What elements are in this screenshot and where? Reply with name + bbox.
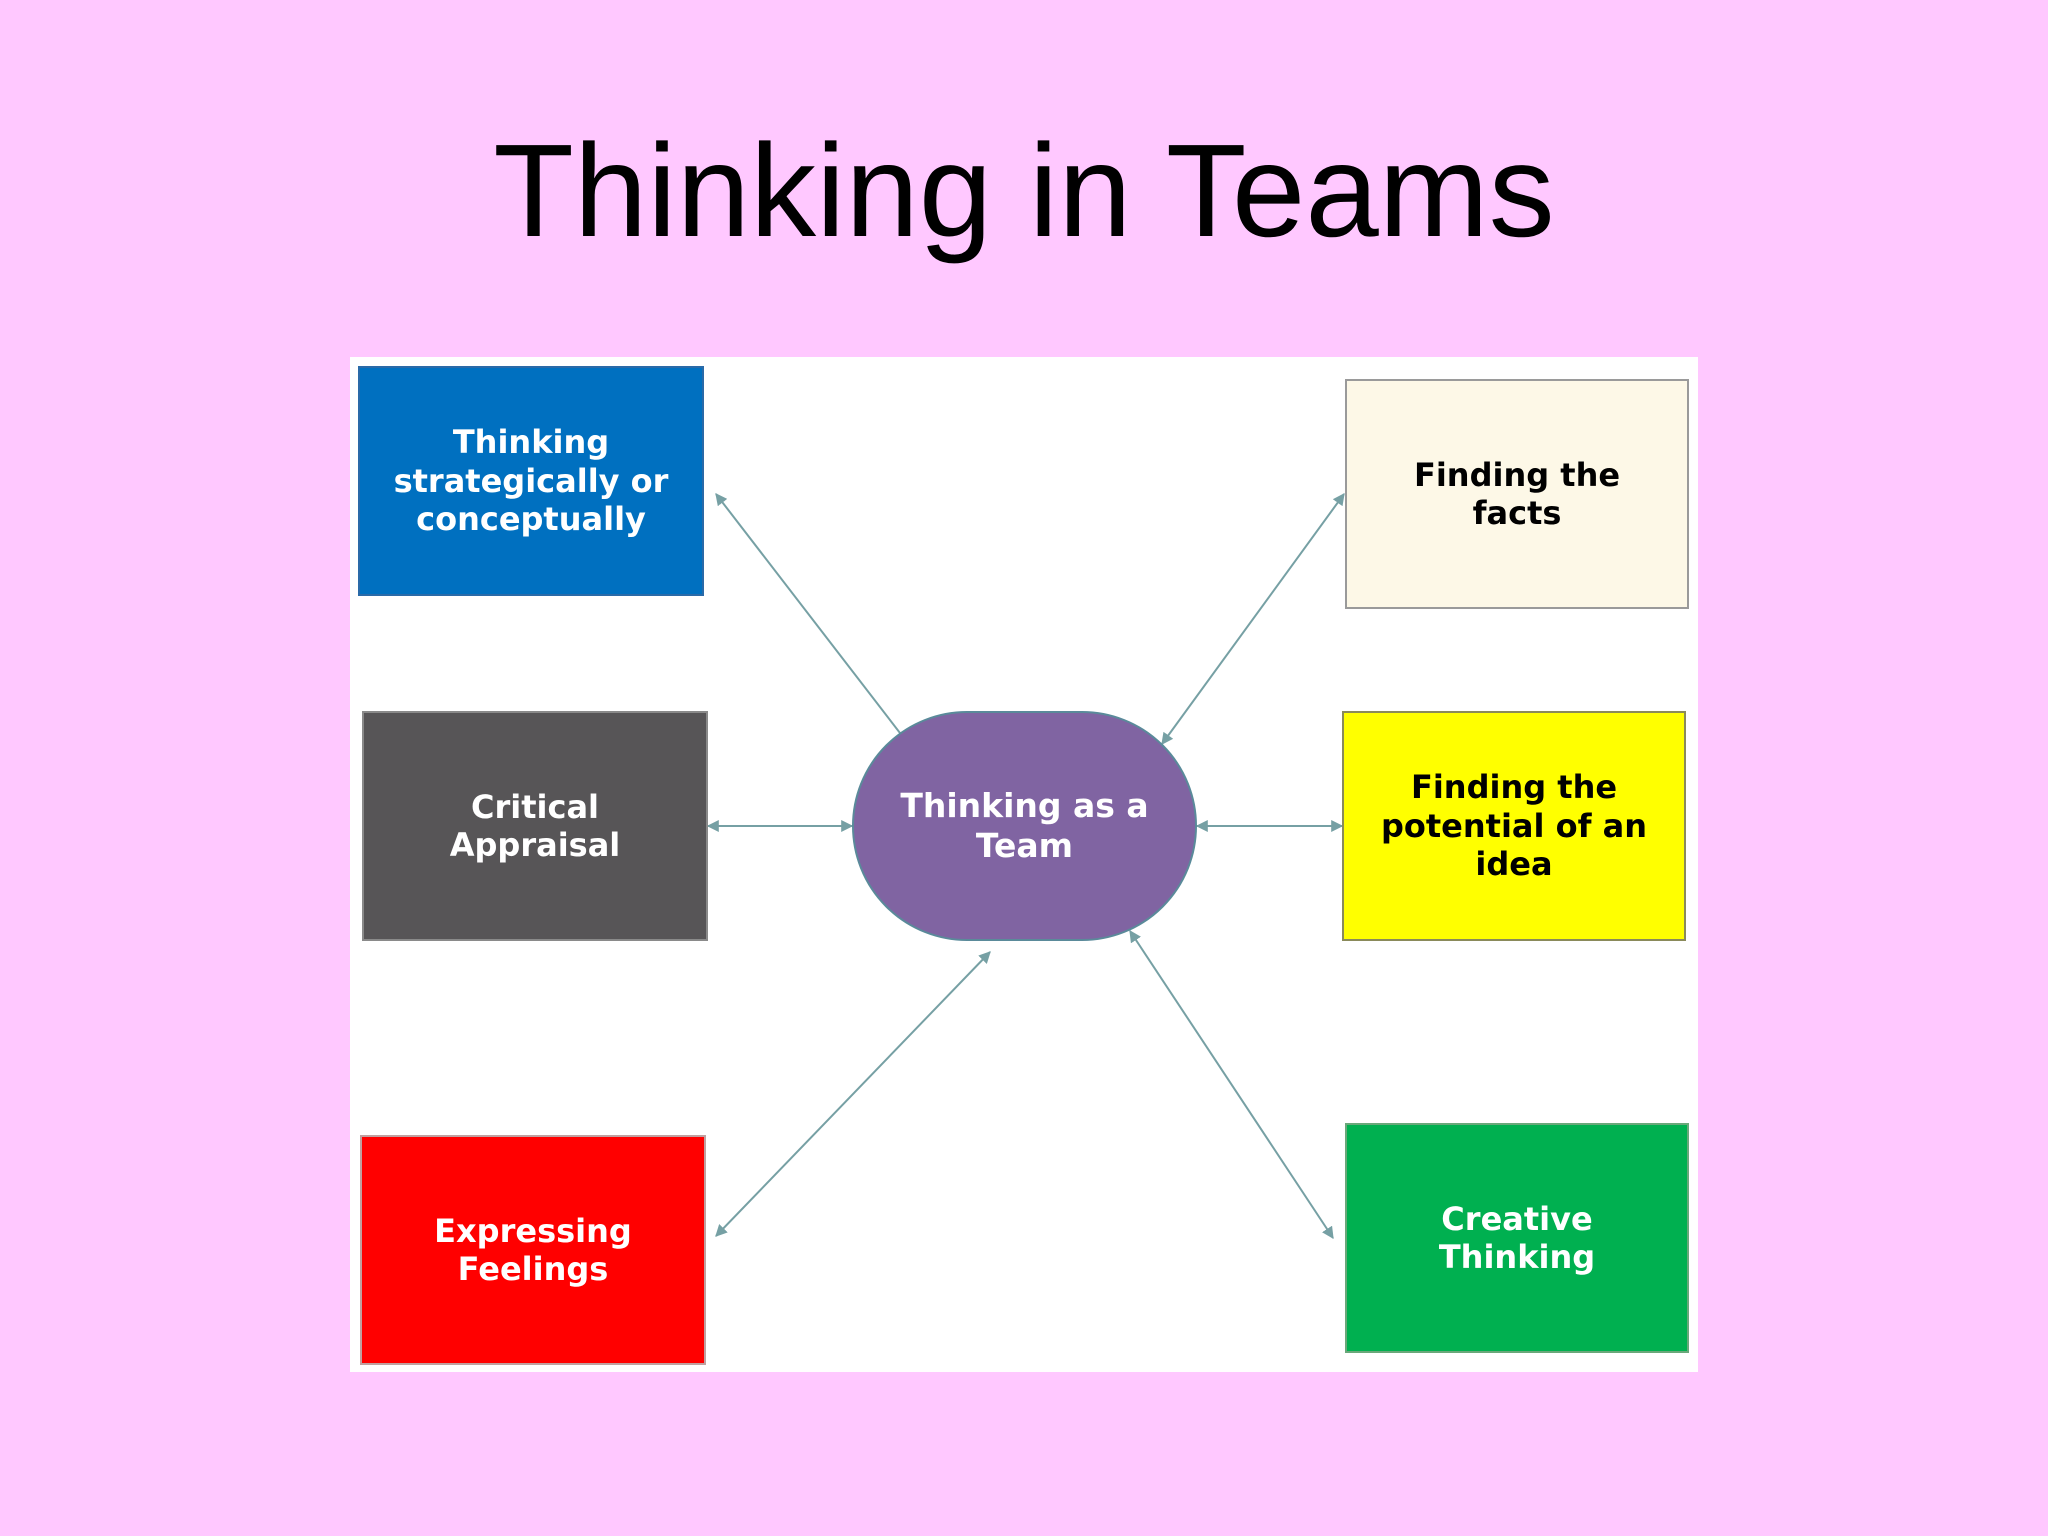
connector-strategic xyxy=(715,493,911,747)
node-expressing-feelings-label: Expressing Feelings xyxy=(434,1211,632,1288)
node-critical-appraisal-label: Critical Appraisal xyxy=(449,787,621,864)
node-creative-thinking-label: Creative Thinking xyxy=(1438,1199,1596,1276)
node-center-thinking-as-team: Thinking as a Team xyxy=(852,711,1197,941)
node-finding-potential-label: Finding the potential of an idea xyxy=(1380,768,1648,884)
slide-title: Thinking in Teams xyxy=(493,117,1555,264)
node-finding-facts: Finding the facts xyxy=(1345,379,1689,609)
node-strategic-thinking-label: Thinking strategically or conceptually xyxy=(393,423,669,539)
node-expressing-feelings: Expressing Feelings xyxy=(360,1135,706,1365)
node-critical-appraisal: Critical Appraisal xyxy=(362,711,708,941)
node-strategic-thinking: Thinking strategically or conceptually xyxy=(358,366,704,596)
connector-feelings xyxy=(715,951,991,1237)
node-creative-thinking: Creative Thinking xyxy=(1345,1123,1689,1353)
node-finding-facts-label: Finding the facts xyxy=(1413,455,1621,532)
connector-creative xyxy=(1129,929,1334,1240)
node-finding-potential: Finding the potential of an idea xyxy=(1342,711,1686,941)
connector-facts xyxy=(1161,493,1345,745)
node-center-label: Thinking as a Team xyxy=(900,786,1149,865)
